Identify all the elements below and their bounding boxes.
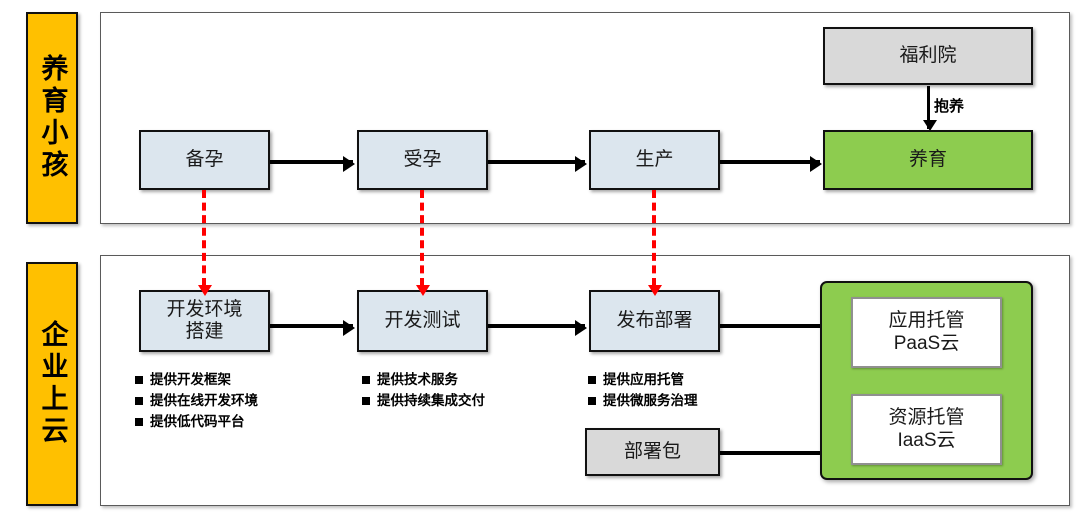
bullet-item: 提供技术服务	[362, 370, 485, 391]
box-paas-cloud-line2: PaaS云	[893, 332, 960, 354]
bullet-text: 提供应用托管	[603, 372, 684, 387]
box-step-dev-env-text: 开发环境 搭建	[166, 299, 242, 343]
box-step-beiyun-label: 备孕	[185, 149, 224, 171]
arrow-shouyun-to-shengchan	[488, 156, 587, 172]
bullet-item: 提供持续集成交付	[362, 391, 485, 412]
category-label-raising-child: 养育小孩	[26, 12, 78, 224]
box-step-beiyun[interactable]: 备孕	[139, 130, 270, 190]
arrow-beiyun-to-shouyun	[270, 156, 355, 172]
bullet-square-icon	[362, 376, 370, 384]
box-step-shengchan-label: 生产	[635, 149, 674, 171]
box-step-dev-env-line2: 搭建	[185, 321, 224, 342]
bullet-item: 提供在线开发环境	[135, 391, 258, 412]
bullet-text: 提供微服务治理	[603, 392, 698, 408]
box-iaas-cloud-line1: 资源托管	[888, 406, 965, 428]
box-deployment-package-label: 部署包	[623, 441, 681, 463]
category-label-raising-child-text: 养育小孩	[37, 54, 68, 182]
bullet-item: 提供应用托管	[588, 370, 698, 391]
arrow-shengchan-to-yangyu	[720, 156, 822, 172]
box-step-shengchan[interactable]: 生产	[589, 130, 720, 190]
box-iaas-cloud[interactable]: 资源托管 IaaS云	[851, 394, 1002, 465]
arrow-welfare-to-yangyu	[923, 86, 937, 131]
box-paas-cloud[interactable]: 应用托管 PaaS云	[851, 297, 1002, 368]
bullet-square-icon	[135, 396, 143, 405]
box-step-yangyu-label: 养育	[908, 149, 947, 171]
box-step-yangyu[interactable]: 养育	[823, 130, 1033, 190]
bullet-text: 提供技术服务	[377, 372, 458, 387]
box-iaas-cloud-line2: IaaS云	[897, 429, 956, 451]
connector-shouyun-to-devtest	[416, 190, 430, 296]
box-deployment-package[interactable]: 部署包	[585, 428, 720, 476]
bullet-text: 提供持续集成交付	[377, 392, 485, 408]
bullets-dev-env: 提供开发框架 提供在线开发环境 提供低代码平台	[135, 370, 258, 433]
box-step-dev-test-label: 开发测试	[384, 310, 461, 332]
category-label-enterprise-cloud-text: 企业上云	[37, 320, 68, 448]
bullets-release-deploy: 提供应用托管 提供微服务治理	[588, 370, 698, 412]
bullets-dev-test: 提供技术服务 提供持续集成交付	[362, 370, 485, 412]
arrow-label-baoyang: 抱养	[934, 98, 965, 115]
box-welfare-institute-label: 福利院	[899, 45, 957, 67]
bullet-item: 提供开发框架	[135, 370, 258, 391]
bullet-square-icon	[588, 396, 596, 405]
connector-beiyun-to-devenv	[198, 190, 212, 296]
bullet-square-icon	[362, 396, 370, 405]
box-paas-cloud-text: 应用托管 PaaS云	[888, 310, 964, 356]
bullet-square-icon	[588, 376, 596, 384]
bullet-item: 提供微服务治理	[588, 391, 698, 412]
box-step-shouyun-label: 受孕	[403, 149, 442, 171]
box-step-dev-test[interactable]: 开发测试	[357, 290, 488, 352]
box-step-dev-env[interactable]: 开发环境 搭建	[139, 290, 270, 352]
box-step-shouyun[interactable]: 受孕	[357, 130, 488, 190]
bullet-text: 提供低代码平台	[150, 413, 245, 429]
box-step-dev-env-line1: 开发环境	[166, 299, 243, 321]
bullet-item: 提供低代码平台	[135, 412, 258, 433]
bullet-text: 提供在线开发环境	[150, 392, 258, 408]
bullet-square-icon	[135, 417, 143, 426]
connector-shengchan-to-release	[648, 190, 662, 296]
box-step-release-deploy[interactable]: 发布部署	[589, 290, 720, 352]
bullet-text: 提供开发框架	[150, 372, 231, 387]
arrow-devtest-to-release	[488, 320, 587, 336]
arrow-devenv-to-devtest	[270, 320, 355, 336]
category-label-enterprise-cloud: 企业上云	[26, 262, 78, 506]
bullet-square-icon	[135, 376, 143, 384]
box-welfare-institute[interactable]: 福利院	[823, 27, 1033, 85]
box-paas-cloud-line1: 应用托管	[888, 309, 965, 331]
box-iaas-cloud-text: 资源托管 IaaS云	[888, 407, 964, 453]
box-step-release-deploy-label: 发布部署	[616, 310, 693, 332]
